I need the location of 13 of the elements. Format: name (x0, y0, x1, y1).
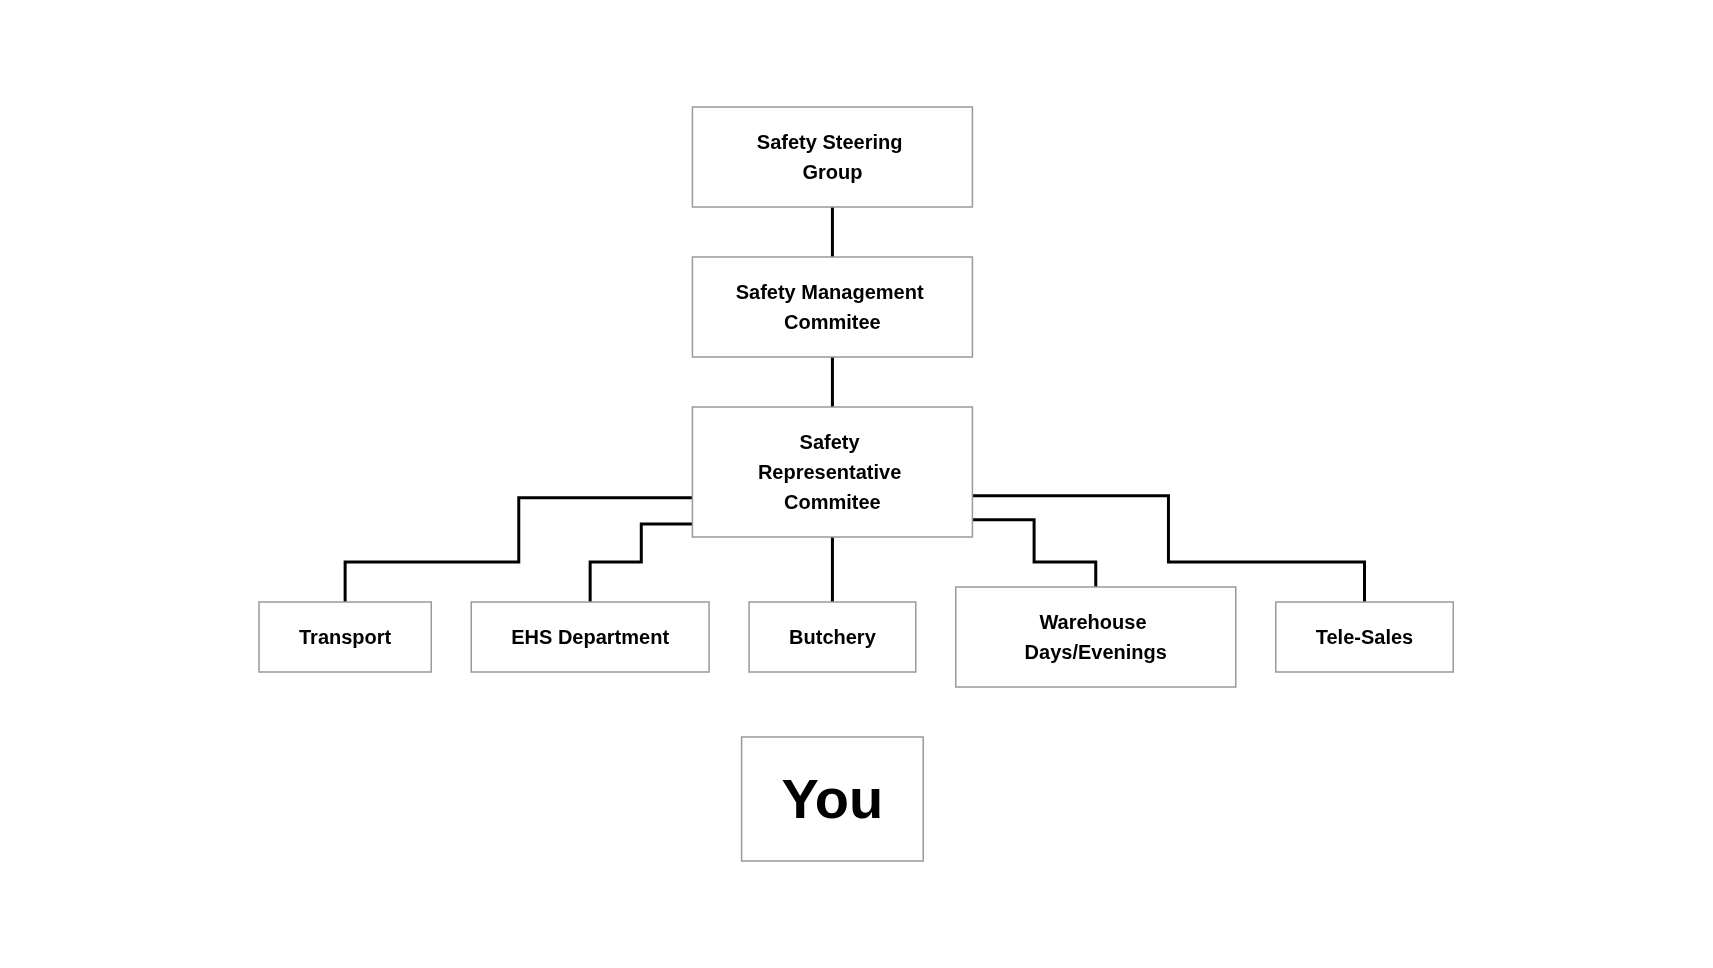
node-box: Warehouse Days/Evenings (955, 586, 1237, 688)
node-box: Safety Steering Group (692, 106, 974, 208)
connector (972, 518, 1098, 589)
node-box: EHS Department (470, 601, 711, 673)
connector (589, 522, 693, 604)
node-box: You (741, 736, 925, 862)
node-box: Transport (258, 601, 433, 673)
node-box: Safety Management Commitee (692, 256, 974, 358)
connector (972, 494, 1367, 604)
node-box: Tele-Sales (1275, 601, 1455, 673)
connector (344, 496, 693, 604)
node-box: Butchery (748, 601, 917, 673)
node-box: Safety Representative Commitee (692, 406, 974, 538)
